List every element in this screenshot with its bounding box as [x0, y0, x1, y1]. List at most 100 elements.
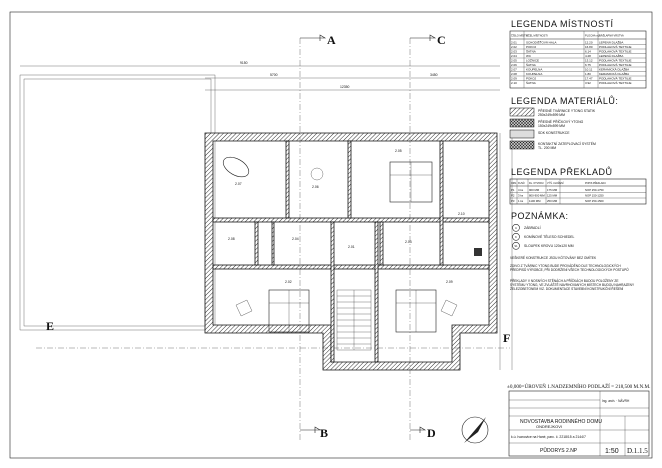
notes-title: POZNÁMKA: [511, 211, 569, 221]
room-label: 2.09 [446, 280, 453, 284]
table-cell: P2 [511, 194, 515, 198]
table-header: ÚČEL MÍSTNOSTI [526, 33, 548, 38]
material-swatch-insulation [509, 140, 535, 150]
chimney [474, 248, 482, 256]
note-symbol: ① [515, 226, 518, 230]
material-swatch-ytong-statik [509, 107, 535, 117]
table-cell: 10.11 [585, 68, 593, 72]
room-label: 2.05 [395, 149, 402, 153]
note-symbol: S1 [514, 244, 518, 248]
project-location: k.ú. Ivanovice na Hané, parc. č. 2218/15… [511, 435, 586, 439]
table-cell: PODLAHOVÁ TEXTILIE [599, 59, 631, 63]
material-legend-title: LEGENDA MATERIÁLŮ: [511, 95, 618, 106]
dimension-lines: 9150 5700 3450 12350 [20, 61, 513, 370]
drawing-scale: 1:50 [605, 448, 619, 455]
table-cell: LEPENÁ DLAŽBA [599, 40, 623, 45]
bed [389, 161, 433, 203]
table-cell: 2.07 [511, 68, 517, 72]
room-label: 2.03 [405, 240, 412, 244]
note-text: SLOUPEK KROVU 120x120 MM [524, 244, 574, 248]
table-cell: PODLAHOVÁ TEXTILIE [599, 77, 631, 81]
table-cell: 13.12 [585, 59, 593, 63]
table-cell: PODLAHOVÁ TEXTILIE [599, 45, 631, 49]
table-cell: ŠATNA [526, 80, 536, 85]
table-cell: 2.06 [511, 63, 517, 67]
table-cell: 125 MM [547, 194, 558, 198]
table-cell: 2.02 [511, 45, 517, 49]
bathtub [222, 156, 250, 178]
table-cell: 2.04 [511, 54, 517, 58]
section-mark-a: A [327, 33, 336, 47]
table-cell: 250 MM [547, 199, 558, 203]
drawing-number: D.1.1.5 [627, 447, 648, 455]
table-cell: POKOJ [526, 77, 537, 81]
room-legend-title: LEGENDA MÍSTNOSTÍ [511, 19, 614, 29]
table-cell: SCHODIŠŤOVÁ HALA [526, 40, 557, 45]
sheet-frame [9, 11, 653, 459]
section-mark-c: C [437, 33, 446, 47]
table-cell: 900 MM [529, 188, 540, 192]
company-label: Ing. arch. · NÁVRH [602, 399, 630, 403]
table-cell: 17.47 [585, 77, 593, 81]
table-header: ČÍSLO MÍSTN. [511, 33, 529, 38]
table-header: NÁŠLAPNÁ VRSTVA [599, 33, 624, 38]
table-cell: 2.05 [511, 59, 517, 63]
room-label: 2.04 [292, 237, 299, 241]
table-cell: WC [526, 54, 532, 58]
table-cell: KERAMICKÁ DLAŽBA [599, 67, 629, 72]
table-cell: ŠATNA [526, 62, 536, 67]
note-paragraph: VEŠKERÉ KONSTRUKCE JSOU KÓTOVÁNY BEZ OMÍ… [510, 255, 597, 260]
table-cell: KOUPELNA [526, 72, 542, 76]
table-cell: 1 ks [518, 199, 524, 203]
table-cell: 12.20 [585, 41, 593, 45]
table-cell: 1.80 [585, 72, 591, 76]
title-block: Ing. arch. · NÁVRH NOVOSTAVBA RODINNÉHO … [508, 390, 650, 457]
table-cell: 16.80 [585, 45, 593, 49]
dimension-label: 12350 [340, 85, 350, 89]
room-label: 2.02 [285, 280, 292, 284]
table-cell: KOUPELNA [526, 68, 542, 72]
section-mark-f: F [503, 331, 510, 345]
table-cell: NOP 250-1750 [585, 188, 604, 192]
table-cell: 800-900 MM [529, 194, 545, 198]
level-note: ±0,000=ÚROVEŇ 1.NADZEMNÍHO PODLAŽÍ = 218… [507, 382, 650, 390]
table-cell: 2.03 [511, 50, 517, 54]
table-cell: 2.08 [511, 72, 517, 76]
section-marks: A C B D E F [36, 33, 510, 440]
table-cell: 3 ks [518, 194, 524, 198]
table-header: VÝŠ. ULOŽENÍ [547, 182, 564, 185]
armchair [440, 299, 458, 317]
room-label: 2.06 [312, 185, 319, 189]
table-cell: 6.75 [585, 63, 591, 67]
note-paragraph: PŘEKLADY V NOSNÝCH STĚNÁCH A PŘÍČKÁCH BU… [510, 278, 635, 291]
table-cell: LEPENÁ DLAŽBA [599, 53, 623, 58]
table-cell: P3 [511, 199, 515, 203]
room-label: 2.07 [235, 182, 242, 186]
table-cell: 4 ks [518, 188, 524, 192]
table-header: PLOCHA m2 [585, 34, 600, 38]
material-label: PŘESNÉ PŘÍČKOVÝ YTONG [538, 119, 584, 124]
dimension-label: 9150 [240, 61, 248, 65]
table-cell: NOP 250-1500 [585, 199, 604, 203]
note-text: KOMÍNOVÉ TĚLESO SCHIEDEL [524, 234, 575, 239]
material-size: 150x249x599 MM [538, 124, 565, 128]
section-mark-b: B [320, 426, 328, 440]
room-label: 2.10 [458, 212, 465, 216]
project-client: ONDREJKOVI [536, 424, 562, 429]
project-title: NOVOSTAVBA RODINNÉHO DOMU [520, 418, 602, 425]
material-size: 250x249x599 MM [538, 113, 565, 117]
table-cell: 2.10 [511, 81, 517, 85]
material-label: PŘESNÉ TVÁRNICE YTONG STATIK [538, 108, 596, 113]
material-swatch-sdk [509, 129, 535, 139]
table-header: KUSŮ [518, 182, 525, 185]
table-cell: PODLAHOVÁ TEXTILIE [599, 63, 631, 67]
room-label: 2.01 [348, 245, 355, 249]
note-text: ZÁBRADLÍ [524, 226, 541, 230]
north-arrow-icon [461, 416, 489, 444]
table-cell: LOŽNICE [526, 58, 539, 63]
dimension-label: 3450 [430, 73, 438, 77]
table-cell: 3.92 [585, 81, 591, 85]
note-paragraph: ZDIVO Z TVÁRNIC YTONG BUDE PROVÁDĚNO DLE… [510, 263, 629, 272]
